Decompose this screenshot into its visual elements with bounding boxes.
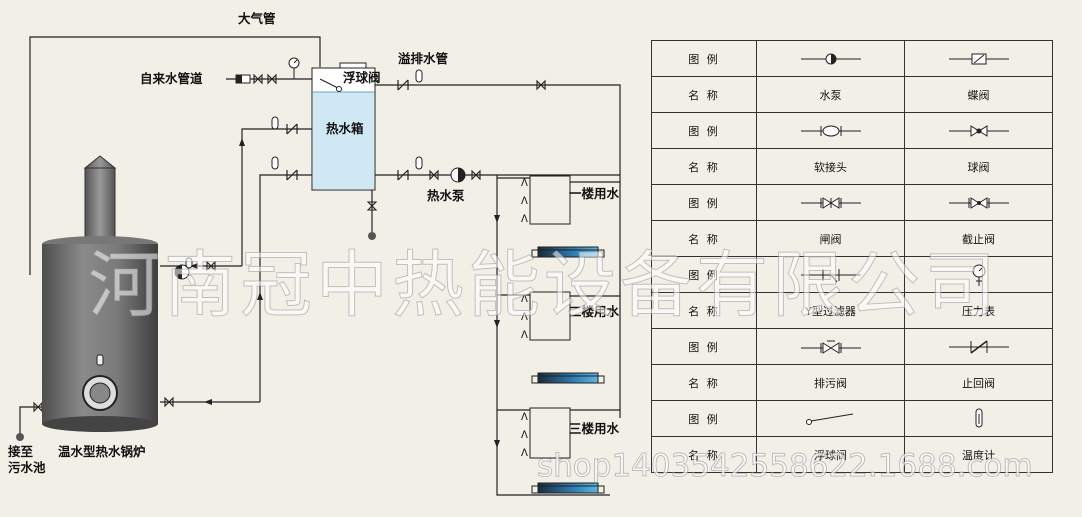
sewage-label-1: 接至 [8, 444, 34, 459]
legend-name-header: 名 称 [651, 292, 757, 329]
legend-symbol-row: 图 例 [651, 328, 1053, 365]
svg-text:ᐱ: ᐱ [521, 294, 528, 305]
legend-name-left: 水泵 [756, 76, 905, 113]
legend-name-right: 球阀 [904, 148, 1053, 185]
legend-name-row: 名 称软接头球阀 [651, 148, 1053, 185]
legend-name-header: 名 称 [651, 436, 757, 473]
sewage-outlet [16, 433, 24, 441]
svg-text:ᐱ: ᐱ [521, 448, 528, 459]
svg-text:ᐱ: ᐱ [521, 214, 528, 225]
legend-name-header: 名 称 [651, 220, 757, 257]
globe-valve-icon [904, 184, 1053, 221]
hot-tank-label: 热水箱 [326, 121, 364, 136]
legend-name-right: 蝶阀 [904, 76, 1053, 113]
svg-text:ᐱ: ᐱ [521, 312, 528, 323]
thermometer-icons [185, 69, 423, 269]
check-valves [286, 79, 409, 181]
legend-symbol-header: 图 例 [651, 184, 757, 221]
legend-symbol-header: 图 例 [651, 256, 757, 293]
floor-1-label: 一楼用水 [569, 186, 620, 201]
boiler-label: 温水型热水锅炉 [58, 444, 146, 459]
float-valve-label: 浮球阀 [343, 70, 381, 85]
tank-drain-plug [368, 232, 376, 240]
check-valve-icon [904, 328, 1053, 365]
legend-symbol-row: 图 例 [651, 112, 1053, 149]
legend-name-left: 浮球阀 [756, 436, 905, 473]
legend-symbol-header: 图 例 [651, 112, 757, 149]
legend-symbol-header: 图 例 [651, 328, 757, 365]
legend-name-header: 名 称 [651, 148, 757, 185]
drain-valve-icon [756, 328, 905, 365]
butterfly-valve-icon [904, 40, 1053, 77]
svg-text:ᐱ: ᐱ [521, 178, 528, 189]
legend-symbol-header: 图 例 [651, 400, 757, 437]
legend-name-right: 压力表 [904, 292, 1053, 329]
pipe-network [19, 36, 621, 496]
pressure-gauge-icon [288, 57, 300, 79]
svg-text:ᐱ: ᐱ [521, 412, 528, 423]
float-valve-icon [756, 400, 905, 437]
atmos-pipe-label: 大气管 [238, 11, 276, 26]
floor-3-label: 三楼用水 [569, 421, 620, 436]
water-pump-icon [756, 40, 905, 77]
legend-symbol-row: 图 例 [651, 184, 1053, 221]
pressure-gauge-icon [904, 256, 1053, 293]
floor-unit-1: ᐱ ᐱ ᐱ [521, 175, 605, 258]
flexible-joint-icon [756, 112, 905, 149]
legend-name-right: 止回阀 [904, 364, 1053, 401]
legend-name-row: 名 称闸阀截止阀 [651, 220, 1053, 257]
svg-text:ᐱ: ᐱ [521, 330, 528, 341]
legend-name-left: 闸阀 [756, 220, 905, 257]
legend-symbol-row: 图 例 [651, 400, 1053, 437]
floor-unit-2: ᐱ ᐱ ᐱ [521, 291, 605, 384]
legend-name-right: 截止阀 [904, 220, 1053, 257]
svg-text:ᐱ: ᐱ [521, 430, 528, 441]
floor-2-label: 二楼用水 [569, 304, 620, 319]
legend-symbol-header: 图 例 [651, 40, 757, 77]
legend-symbol-row: 图 例 [651, 40, 1053, 77]
legend-name-left: 软接头 [756, 148, 905, 185]
sewage-label-2: 污水池 [8, 460, 46, 475]
legend-name-row: 名 称水泵蝶阀 [651, 76, 1053, 113]
flow-arrows [190, 138, 500, 448]
svg-text:ᐱ: ᐱ [521, 196, 528, 207]
hot-water-pump-icon [450, 167, 466, 183]
legend-name-header: 名 称 [651, 364, 757, 401]
hot-water-tank [311, 62, 376, 191]
overflow-pipe-label: 溢排水管 [398, 51, 448, 66]
hot-pump-label: 热水泵 [427, 188, 465, 203]
tap-water-label: 自来水管道 [140, 71, 203, 86]
floor-unit-3: ᐱ ᐱ ᐱ [521, 407, 605, 494]
legend-name-row: 名 称浮球阀温度计 [651, 436, 1053, 473]
legend-name-right: 温度计 [904, 436, 1053, 473]
gate-valve-icon [756, 184, 905, 221]
legend-name-header: 名 称 [651, 76, 757, 113]
legend-name-left: Y型过滤器 [756, 292, 905, 329]
boiler [42, 155, 158, 432]
legend-name-row: 名 称排污阀止回阀 [651, 364, 1053, 401]
legend-name-left: 排污阀 [756, 364, 905, 401]
thermometer-icon [904, 400, 1053, 437]
legend-symbol-row: 图 例 [651, 256, 1053, 293]
ball-valve-icon [904, 112, 1053, 149]
circulation-pump-icon [174, 264, 190, 280]
y-strainer-icon [756, 256, 905, 293]
